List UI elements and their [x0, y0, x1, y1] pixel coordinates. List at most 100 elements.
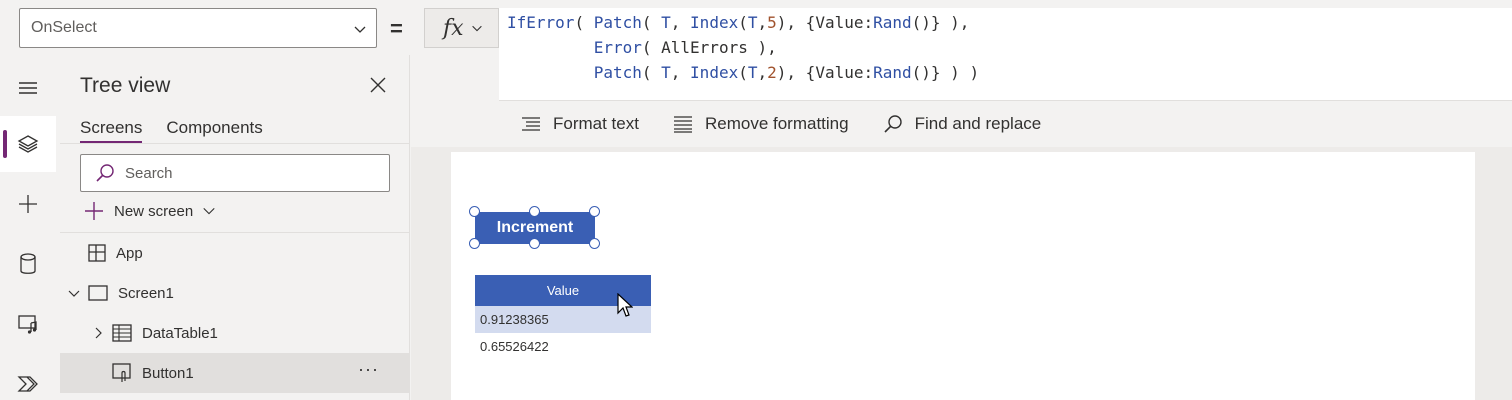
- formula-token: [507, 38, 594, 57]
- chevron-down-icon: [354, 26, 366, 33]
- formula-token: 2: [767, 63, 777, 82]
- format-text-icon: [522, 117, 540, 131]
- chevron-down-icon: [471, 25, 482, 32]
- property-value: OnSelect: [31, 19, 97, 36]
- media-icon: [18, 315, 37, 334]
- tree-view-title: Tree view: [80, 74, 171, 97]
- formula-editor[interactable]: IfError( Patch( T, Index(T,5), {Value:Ra…: [499, 8, 1512, 101]
- new-screen-button[interactable]: New screen: [84, 201, 226, 221]
- formula-token: (: [574, 13, 594, 32]
- tree-node-label: DataTable1: [142, 324, 218, 342]
- resize-handle[interactable]: [589, 238, 600, 249]
- formula-token: (: [641, 63, 662, 82]
- formula-token: T: [747, 63, 758, 82]
- find-replace-button[interactable]: Find and replace: [883, 114, 1042, 134]
- formula-token: ), {Value:: [776, 63, 874, 82]
- formula-token: Rand: [873, 13, 912, 32]
- formula-token: ,: [757, 13, 768, 32]
- formula-token: T: [747, 13, 758, 32]
- search-icon: [96, 164, 114, 182]
- more-options-icon[interactable]: ···: [358, 359, 379, 379]
- formula-line: Error( AllErrors ),: [507, 35, 1512, 60]
- data-table[interactable]: Value 0.91238365 0.65526422: [475, 275, 651, 360]
- button-control-icon: [112, 363, 132, 383]
- formula-token: (: [738, 63, 748, 82]
- formula-token: 5: [767, 13, 777, 32]
- search-icon: [884, 115, 902, 133]
- formula-token: Index: [690, 63, 739, 82]
- formula-token: Error: [593, 38, 642, 57]
- tree-view-panel: Tree view Screens Components Search New …: [60, 55, 410, 400]
- format-text-button[interactable]: Format text: [521, 114, 639, 134]
- formula-line: Patch( T, Index(T,2), {Value:Rand()} ) ): [507, 60, 1512, 85]
- divider: [60, 232, 410, 233]
- app-icon: [88, 244, 106, 262]
- tree-node-app[interactable]: App: [60, 233, 410, 273]
- formula-token: T: [661, 13, 671, 32]
- format-text-label: Format text: [553, 114, 639, 133]
- formula-token: ), {Value:: [776, 13, 874, 32]
- screen-icon: [88, 285, 108, 301]
- left-rail: [0, 60, 56, 400]
- chevron-down-icon: [203, 207, 215, 215]
- formula-token: [507, 63, 594, 82]
- resize-handle[interactable]: [589, 206, 600, 217]
- formula-token: ,: [670, 63, 691, 82]
- formula-token: IfError: [507, 13, 575, 32]
- hamburger-menu-button[interactable]: [0, 60, 56, 116]
- find-replace-label: Find and replace: [914, 114, 1042, 133]
- formula-token: Index: [690, 13, 739, 32]
- close-icon[interactable]: [368, 75, 388, 95]
- insert-button[interactable]: [0, 176, 56, 232]
- tree-node-label: Button1: [142, 364, 194, 382]
- formula-token: (: [738, 13, 748, 32]
- fx-icon: fx: [443, 15, 464, 41]
- layers-icon: [17, 135, 39, 153]
- media-button[interactable]: [0, 296, 56, 352]
- table-row[interactable]: 0.91238365: [475, 306, 651, 333]
- remove-formatting-button[interactable]: Remove formatting: [673, 114, 849, 134]
- formula-token: T: [661, 63, 671, 82]
- chevron-right-icon[interactable]: [92, 327, 104, 339]
- equals-sign: =: [390, 16, 403, 41]
- tree-node-label: Screen1: [118, 284, 174, 302]
- divider: [60, 143, 410, 144]
- resize-handle[interactable]: [529, 206, 540, 217]
- resize-handle[interactable]: [529, 238, 540, 249]
- power-automate-icon: [17, 376, 38, 392]
- data-button[interactable]: [0, 236, 56, 292]
- formula-token: ,: [670, 13, 691, 32]
- remove-formatting-label: Remove formatting: [704, 114, 849, 133]
- new-screen-label: New screen: [114, 202, 194, 220]
- hamburger-icon: [19, 82, 37, 94]
- tree-node-label: App: [116, 244, 143, 262]
- tab-screens[interactable]: Screens: [80, 118, 143, 144]
- tab-components[interactable]: Components: [166, 118, 263, 137]
- tree-node-datatable1[interactable]: DataTable1: [60, 313, 410, 353]
- search-input[interactable]: Search: [80, 154, 390, 192]
- tree-view-button[interactable]: [0, 116, 56, 172]
- plus-icon: [85, 202, 103, 220]
- plus-icon: [19, 195, 37, 213]
- fx-button[interactable]: fx: [424, 8, 499, 48]
- mouse-cursor-icon: [617, 293, 633, 317]
- tree-node-screen1[interactable]: Screen1: [60, 273, 410, 313]
- tree-node-button1[interactable]: Button1 ···: [60, 353, 410, 393]
- formula-token: ()} ) ): [911, 63, 980, 82]
- formula-token: Rand: [873, 63, 912, 82]
- chevron-down-icon[interactable]: [68, 287, 80, 299]
- formula-token: ( AllErrors ),: [641, 38, 777, 57]
- formula-line: IfError( Patch( T, Index(T,5), {Value:Ra…: [507, 10, 1512, 35]
- resize-handle[interactable]: [469, 206, 480, 217]
- increment-button[interactable]: Increment: [475, 212, 595, 244]
- table-row[interactable]: 0.65526422: [480, 339, 549, 354]
- property-dropdown[interactable]: OnSelect: [19, 8, 377, 48]
- database-icon: [20, 253, 36, 274]
- formula-token: ()} ),: [911, 13, 970, 32]
- formula-token: (: [641, 13, 662, 32]
- table-icon: [112, 324, 132, 342]
- power-automate-button[interactable]: [0, 356, 56, 400]
- resize-handle[interactable]: [469, 238, 480, 249]
- formula-token: Patch: [593, 13, 642, 32]
